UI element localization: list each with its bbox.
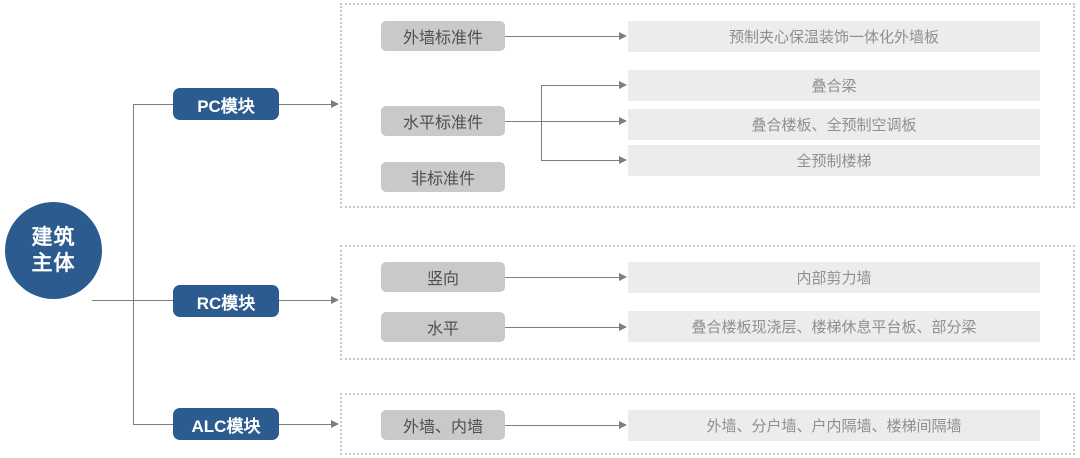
label-vertical: 竖向 [381,262,505,292]
arrow-rc-to-frame [279,296,339,304]
module-alc-label: ALC模块 [191,416,261,436]
arrow-pc-to-frame [279,100,339,108]
label-exterior-interior-walls: 外墙、内墙 [381,410,505,440]
output-wall-types-text: 外墙、分户墙、户内隔墙、楼梯间隔墙 [706,418,962,435]
root-node-label-line2: 主体 [31,251,76,275]
root-node-building-body: 建筑 主体 [5,202,102,299]
output-integrated-exterior-panel: 预制夹心保温装饰一体化外墙板 [628,21,1040,52]
output-composite-beam-text: 叠合梁 [811,78,857,95]
output-internal-shear-wall-text: 内部剪力墙 [796,270,872,287]
label-vertical-text: 竖向 [426,271,459,288]
module-rc-label: RC模块 [196,293,256,313]
output-composite-slab-ac-panel-text: 叠合楼板、全预制空调板 [751,117,917,134]
arrow-walls-to-wall-types [505,421,627,429]
label-exterior-interior-walls-text: 外墙、内墙 [402,419,483,436]
module-alc: ALC模块 [173,408,279,440]
arrow-horizontal-to-cast-in-place [505,323,627,331]
branch-horizontal-standard-stem [505,121,541,122]
output-precast-stairs-text: 全预制楼梯 [796,153,872,170]
label-horizontal-standard-text: 水平标准件 [402,115,483,132]
label-horizontal-text: 水平 [426,321,459,338]
arrow-alc-to-frame [279,420,339,428]
branch-horizontal-standard-vertical [541,85,542,161]
output-wall-types: 外墙、分户墙、户内隔墙、楼梯间隔墙 [628,410,1040,441]
output-integrated-exterior-panel-text: 预制夹心保温装饰一体化外墙板 [728,29,939,46]
arrow-exterior-wall-to-output [505,32,627,40]
output-composite-slab-ac-panel: 叠合楼板、全预制空调板 [628,109,1040,140]
output-cast-in-place-items: 叠合楼板现浇层、楼梯休息平台板、部分梁 [628,311,1040,342]
arrow-vertical-to-shear-wall [505,273,627,281]
alc-group-frame [340,393,1075,455]
label-exterior-wall-standard: 外墙标准件 [381,21,505,51]
arrow-branch-to-composite-beam [541,81,627,89]
module-rc: RC模块 [173,285,279,317]
label-non-standard-text: 非标准件 [410,171,475,188]
output-cast-in-place-items-text: 叠合楼板现浇层、楼梯休息平台板、部分梁 [691,319,977,336]
label-exterior-wall-standard-text: 外墙标准件 [402,30,483,47]
module-pc: PC模块 [173,88,279,120]
connector-branch-pc [133,104,173,105]
output-composite-beam: 叠合梁 [628,70,1040,101]
connector-root-to-rc [92,300,173,301]
root-node-label-line1: 建筑 [31,225,76,249]
label-non-standard: 非标准件 [381,162,505,192]
output-precast-stairs: 全预制楼梯 [628,145,1040,176]
label-horizontal: 水平 [381,312,505,342]
arrow-branch-to-composite-slab [541,117,627,125]
rc-group-frame [340,245,1075,360]
connector-branch-alc [133,424,173,425]
arrow-branch-to-precast-stairs [541,156,627,164]
label-horizontal-standard: 水平标准件 [381,106,505,136]
module-pc-label: PC模块 [197,96,255,116]
connector-trunk-vertical [133,104,134,424]
pc-group-frame [340,3,1075,208]
output-internal-shear-wall: 内部剪力墙 [628,262,1040,293]
